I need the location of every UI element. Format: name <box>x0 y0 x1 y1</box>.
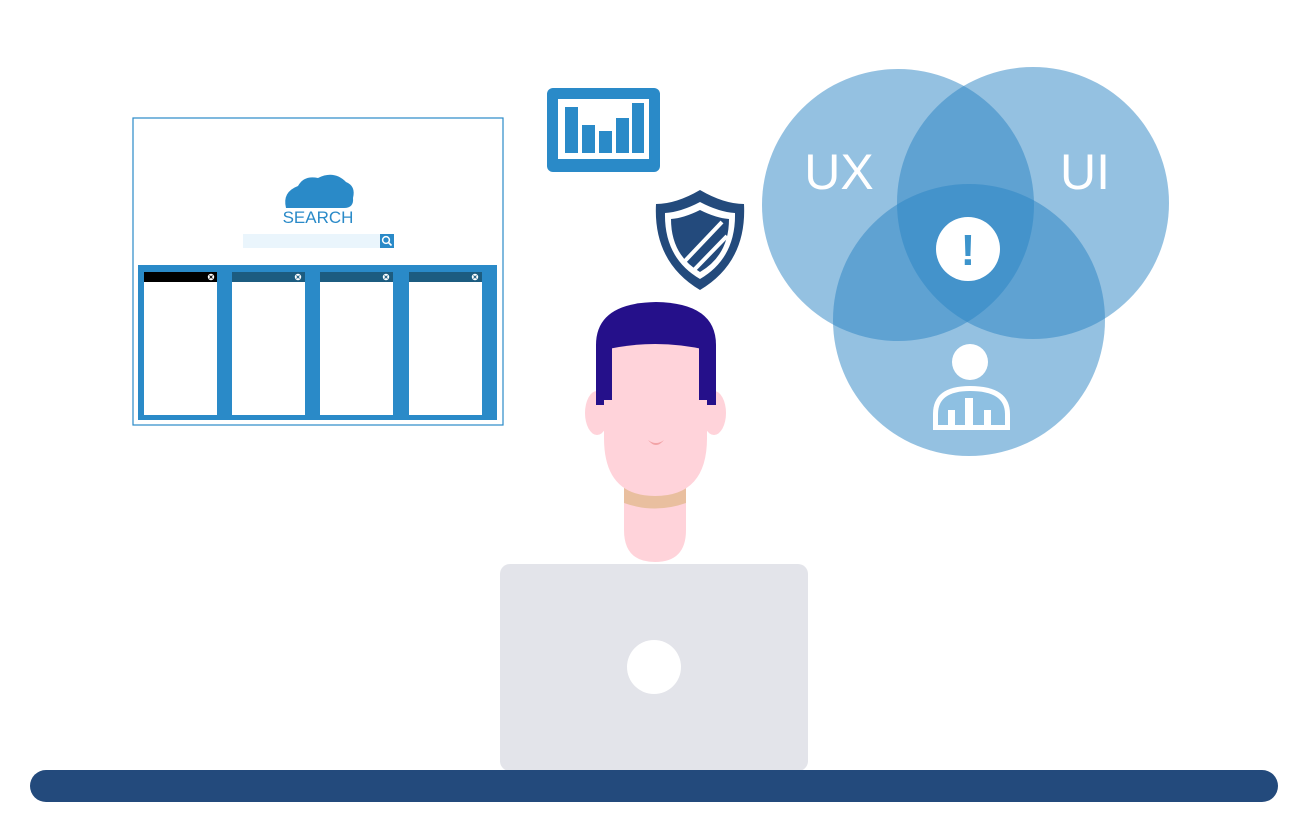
bar-chart-icon <box>547 88 660 172</box>
search-button[interactable] <box>380 234 394 248</box>
search-window: SEARCH <box>132 117 504 426</box>
alert-symbol: ! <box>961 226 976 275</box>
panel-2-header <box>232 272 305 282</box>
search-input[interactable] <box>243 234 380 248</box>
desk <box>30 770 1278 802</box>
panel-3-header <box>320 272 393 282</box>
close-icon[interactable] <box>207 273 215 281</box>
venn-diagram: UX UI ! <box>762 67 1169 456</box>
close-icon[interactable] <box>382 273 390 281</box>
panel-1-header <box>144 272 217 282</box>
search-icon <box>381 235 393 247</box>
person-face <box>604 344 707 496</box>
venn-label-ux: UX <box>804 144 873 200</box>
alert-icon: ! <box>936 217 1000 281</box>
panel-1 <box>144 272 217 415</box>
close-icon[interactable] <box>471 273 479 281</box>
shield-icon <box>655 190 745 290</box>
panel-4 <box>409 272 482 415</box>
user-icon <box>933 344 1010 430</box>
venn-circle-user <box>833 184 1105 456</box>
close-icon[interactable] <box>294 273 302 281</box>
panel-2 <box>232 272 305 415</box>
person <box>585 302 726 562</box>
panel-3 <box>320 272 393 415</box>
laptop <box>500 564 808 771</box>
laptop-logo <box>627 640 681 694</box>
panel-4-header <box>409 272 482 282</box>
venn-label-ui: UI <box>1060 144 1110 200</box>
search-logo-text: SEARCH <box>283 208 354 227</box>
person-nose <box>648 440 664 445</box>
cloud-icon <box>285 174 354 208</box>
